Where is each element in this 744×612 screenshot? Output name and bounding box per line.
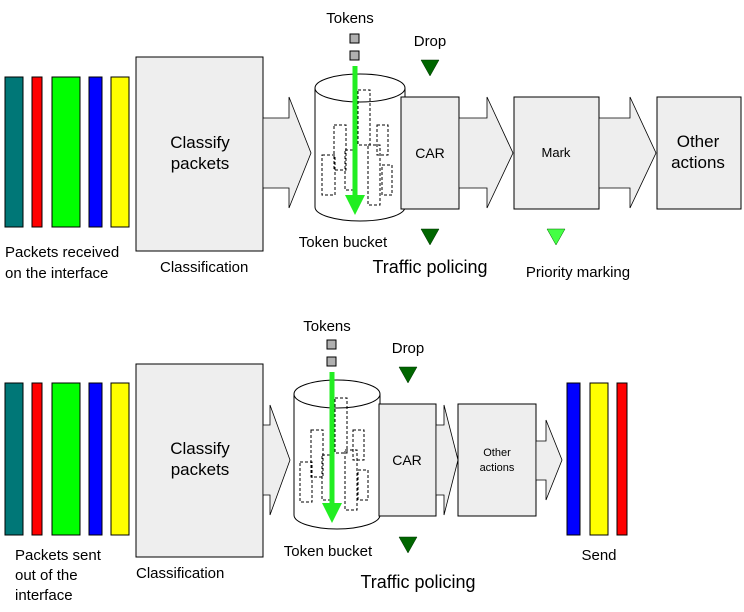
bottom-tokens-label: Tokens [303,318,351,335]
top-packets-label-line1: Packets received [5,244,119,261]
bottom-packets-label-line3: interface [15,587,73,604]
bottom-token-bucket [293,379,381,530]
bottom-packet-blue [88,382,103,536]
bottom-traffic-policing-label: Traffic policing [360,572,475,592]
bottom-packet-teal [4,382,24,536]
bottom-packet-red [31,382,43,536]
bottom-drop-label: Drop [392,340,425,357]
bottom-token-bucket-label: Token bucket [284,543,373,560]
top-packet-yellow [110,76,130,228]
top-packets-label-line2: on the interface [5,265,108,282]
bottom-classify-line1: Classify [170,439,230,458]
top-packet-teal [4,76,24,228]
top-packet-blue [88,76,103,228]
bottom-classify-line2: packets [171,460,230,479]
top-token-square-2 [349,50,360,61]
top-packet-green [51,76,81,228]
top-arrow-car-to-mark [458,96,514,209]
top-other-actions-box [656,96,742,210]
top-classify-box [135,56,264,252]
bottom-classification-label: Classification [136,565,224,582]
top-diagram: Classify packets Tokens Token bucket [4,10,742,282]
top-tokens-label: Tokens [326,10,374,27]
bottom-other-actions-box [457,403,537,517]
top-car-label: CAR [415,145,445,161]
bottom-packet-yellow [110,382,130,536]
bottom-packet-green [51,382,81,536]
top-packet-red [31,76,43,228]
top-other-line2: actions [671,153,725,172]
top-priority-triangle [546,228,566,246]
top-drop-label: Drop [414,33,447,50]
top-car-box [400,96,460,210]
top-token-bucket-label: Token bucket [299,234,388,251]
top-mark-label: Mark [542,145,571,160]
top-priority-marking-label: Priority marking [526,264,630,281]
bottom-drop-triangle-lower [398,536,418,554]
bottom-token-square-1 [326,339,337,350]
bottom-arrow-other-to-send [535,419,563,501]
top-other-line1: Other [677,132,720,151]
bottom-send-packet-yellow [589,382,609,536]
bottom-other-line1: Other [483,447,511,459]
top-arrow-mark-to-other [598,96,657,209]
top-classification-label: Classification [160,259,248,276]
top-token-square-1 [349,33,360,44]
top-classify-line1: Classify [170,133,230,152]
top-arrow-classify-to-bucket [262,96,312,209]
bottom-packets-label-line1: Packets sent [15,547,102,564]
bottom-arrow-classify-to-bucket [262,404,291,516]
top-traffic-policing-label: Traffic policing [372,257,487,277]
top-classify-line2: packets [171,154,230,173]
bottom-car-label: CAR [392,452,422,468]
top-mark-box [513,96,600,210]
bottom-send-packet-blue [566,382,581,536]
bottom-diagram: Classify packets Tokens Token bucket [4,318,628,604]
top-drop-triangle-upper [420,59,440,77]
bottom-drop-triangle-upper [398,366,418,384]
top-token-bucket [314,73,406,222]
bottom-arrow-car-to-other [435,404,459,516]
bottom-other-line2: actions [480,462,515,474]
bottom-send-label: Send [581,547,616,564]
bottom-packets-label-line2: out of the [15,567,78,584]
bottom-send-packet-red [616,382,628,536]
top-drop-triangle-lower [420,228,440,246]
bottom-classify-box [135,363,264,558]
bottom-token-square-2 [326,356,337,367]
bottom-car-box [378,403,437,517]
